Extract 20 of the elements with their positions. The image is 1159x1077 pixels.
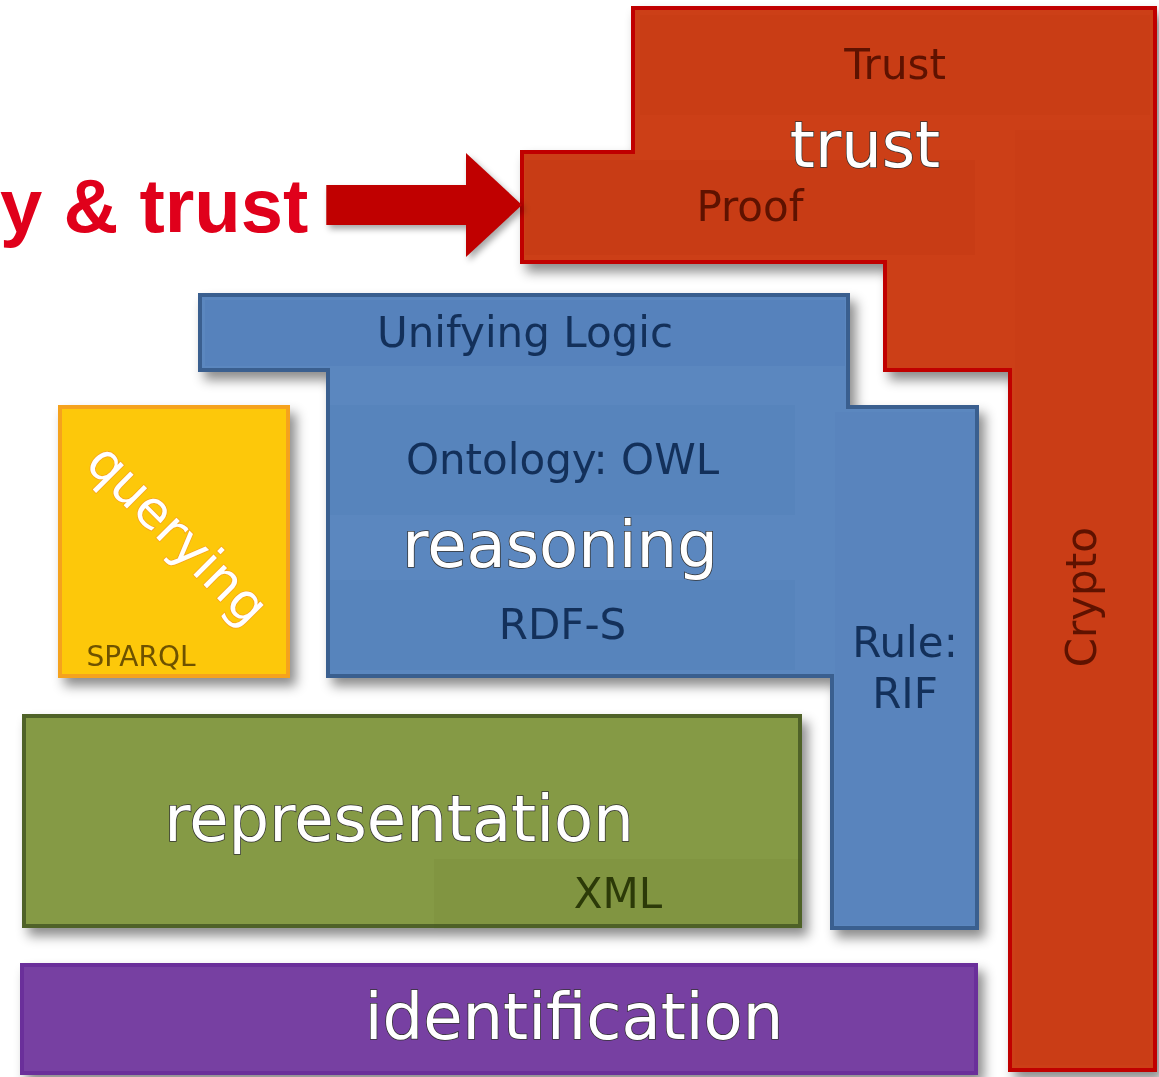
sublayer-box [330,405,795,515]
callout-text: y & trust [0,150,309,260]
representation-layer-block [22,714,802,928]
layer-title: identification [364,985,784,1049]
querying-layer-block [58,405,290,678]
sublayer-label: Ontology: OWL [405,434,720,486]
sublayer-label: RDF-S [498,599,627,651]
sublayer-label: Proof [696,182,804,233]
block-arrow [326,153,522,257]
sublayer-label: Trust [844,39,946,91]
sublayer-label: XML [573,868,663,920]
sublayer-label: Rule: RIF [851,618,959,719]
sublayer-label: Crypto [1057,527,1108,668]
sublayer-box [205,300,845,366]
sublayer-label: Unifying Logic [377,307,673,359]
layer-title: trust [789,113,941,177]
sublayer-label: SPARQL [86,640,196,674]
sublayer-box [434,859,802,929]
sublayer-box [330,580,795,670]
identification-layer-block [20,963,978,1075]
